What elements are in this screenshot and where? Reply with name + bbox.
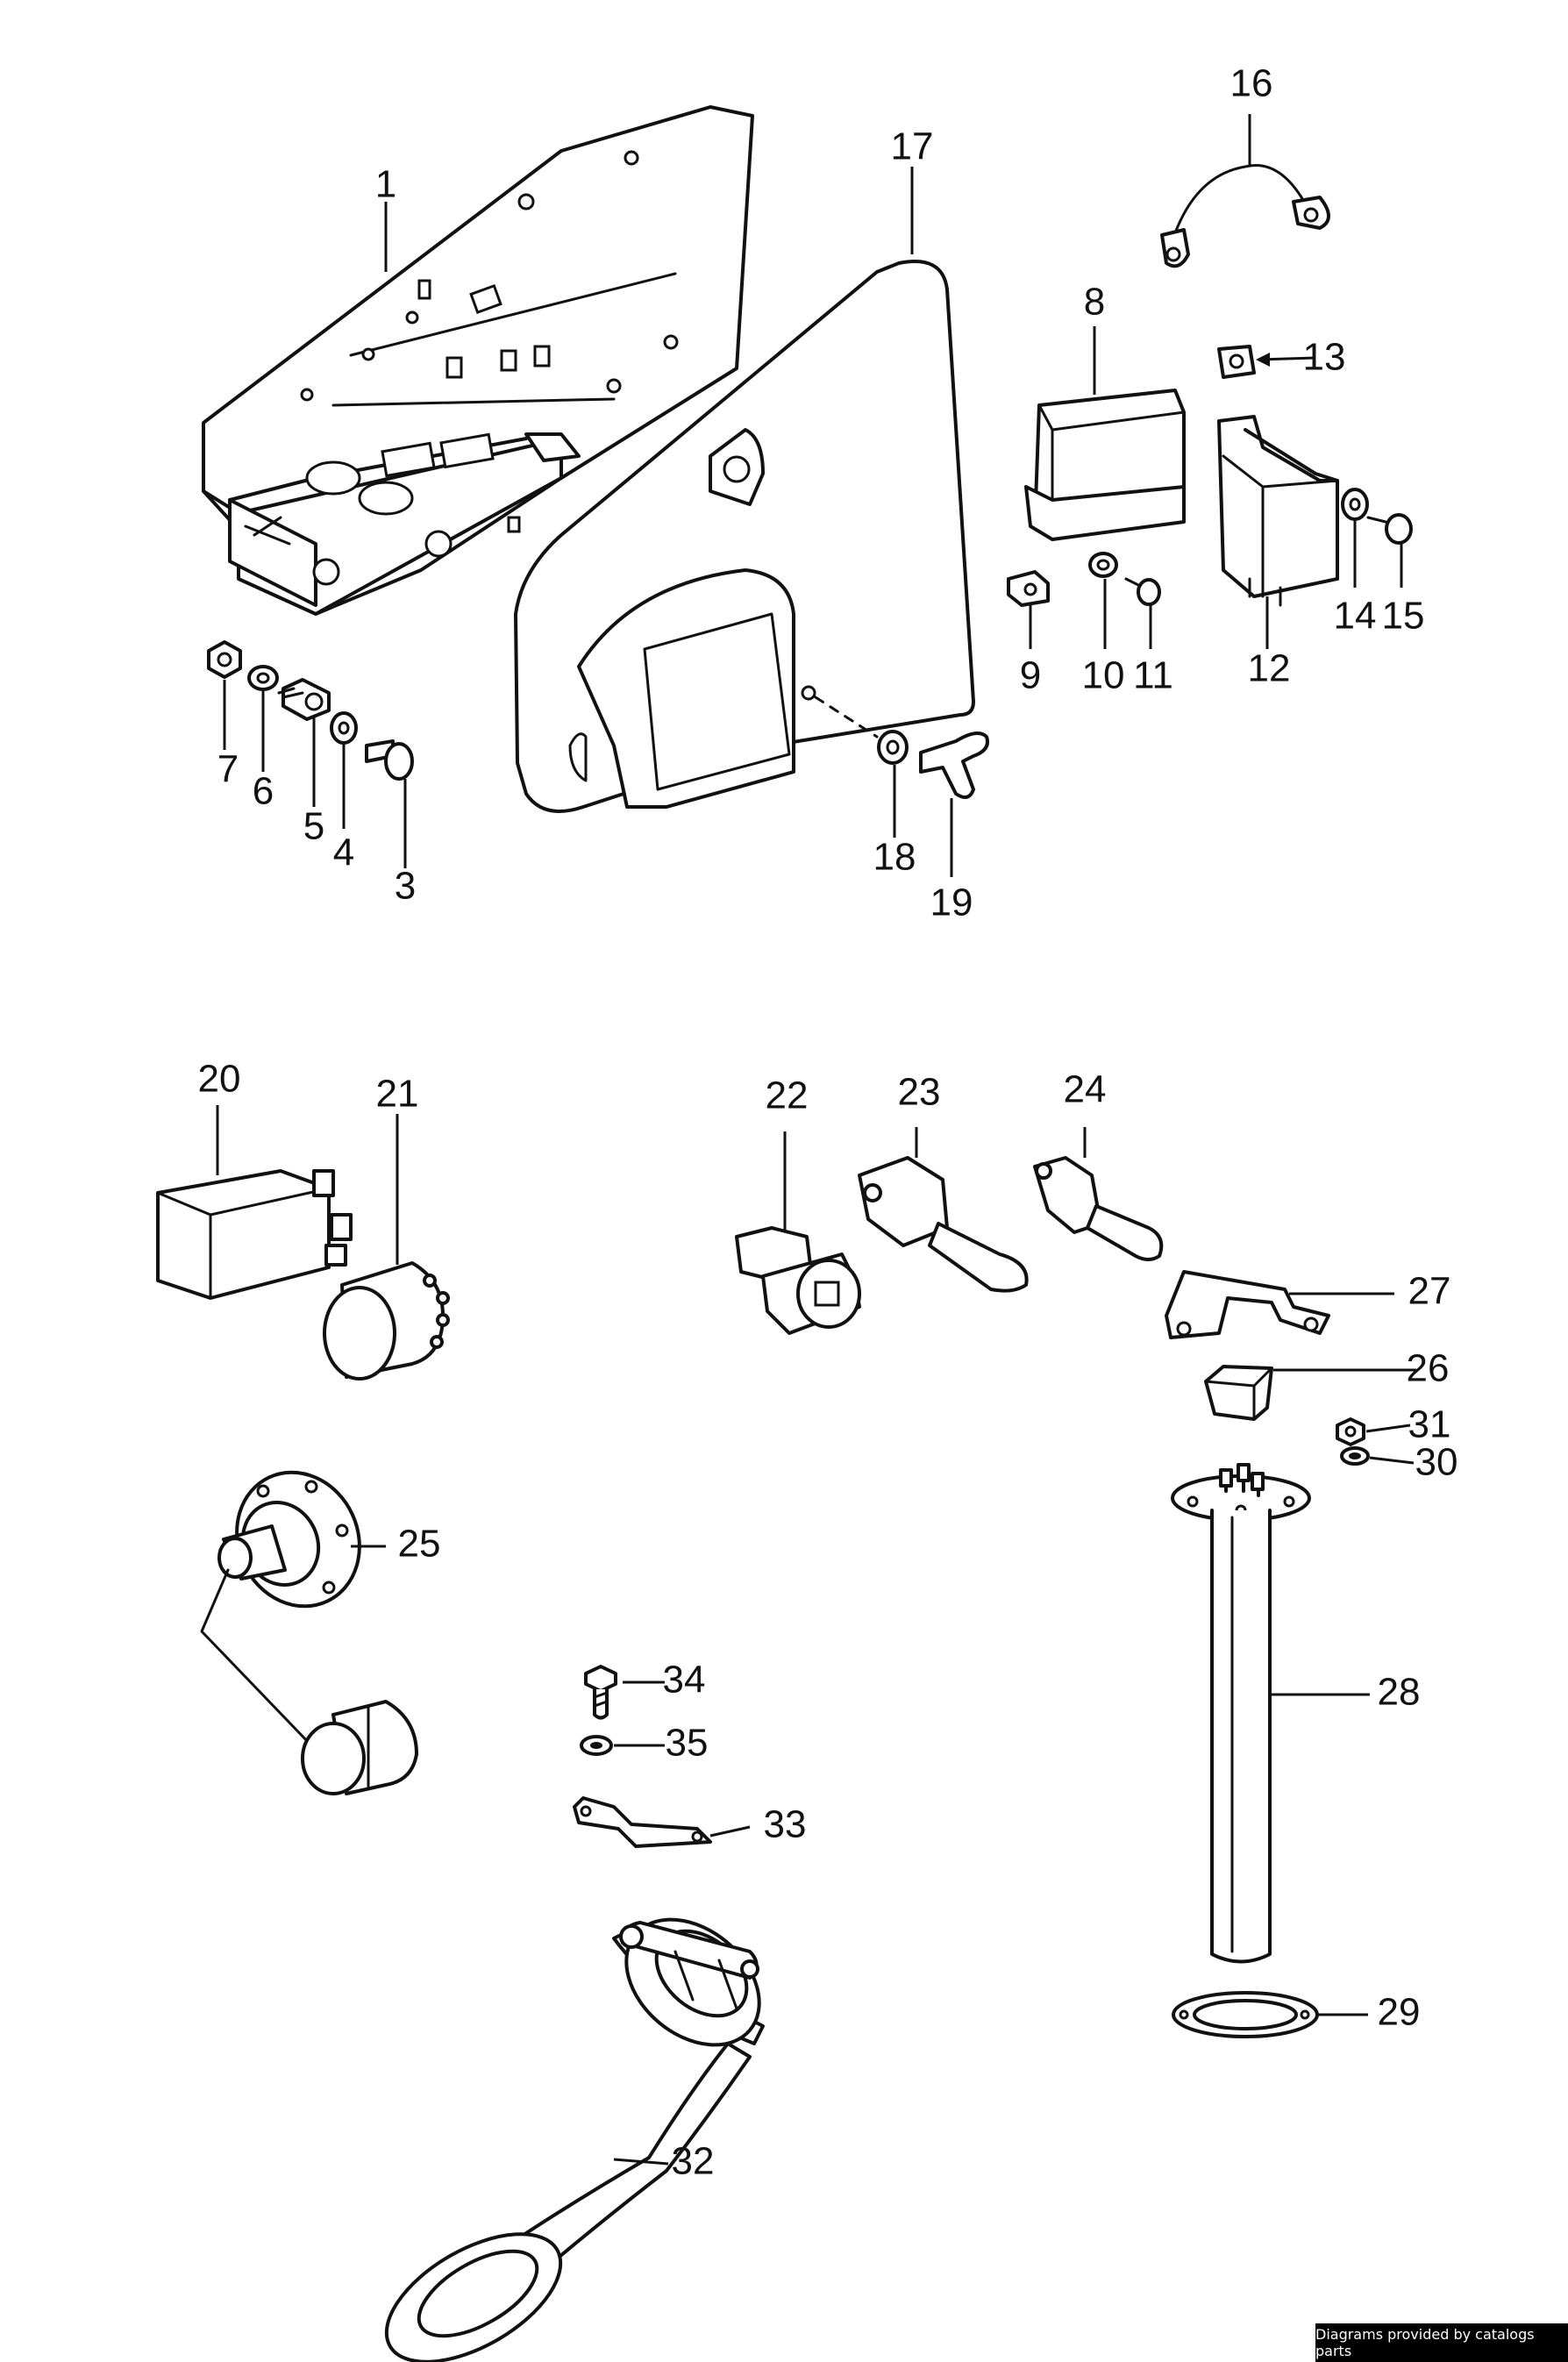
- callout-27: 27: [1408, 1270, 1451, 1313]
- part-30-washer: [1340, 1446, 1370, 1466]
- part-28-sender-tube: [1171, 1463, 1311, 1964]
- callout-12: 12: [1248, 647, 1291, 690]
- part-7-nut: [207, 640, 242, 679]
- callout-17: 17: [891, 125, 934, 168]
- part-12-relay-unit: [1217, 415, 1339, 607]
- callout-31: 31: [1408, 1403, 1451, 1446]
- callout-13: 13: [1303, 336, 1346, 379]
- callout-35: 35: [666, 1722, 709, 1765]
- part-3-bolt: [365, 739, 414, 781]
- part-6-washer: [247, 665, 279, 691]
- part-35-washer: [580, 1735, 613, 1756]
- callout-30: 30: [1415, 1441, 1458, 1484]
- callout-8: 8: [1084, 281, 1105, 324]
- callout-29: 29: [1378, 1991, 1421, 2034]
- part-8-regulator: [1024, 389, 1186, 541]
- callout-4: 4: [333, 831, 354, 874]
- part-16-ground-strap: [1160, 164, 1330, 268]
- part-34-bolt: [584, 1665, 617, 1720]
- part-27-bracket: [1165, 1270, 1330, 1339]
- callout-18: 18: [873, 836, 916, 879]
- part-22-pressure-switch: [735, 1226, 861, 1335]
- callout-10: 10: [1082, 654, 1125, 697]
- callout-24: 24: [1064, 1068, 1107, 1111]
- callout-22: 22: [766, 1074, 809, 1117]
- part-21-round-relay: [323, 1261, 450, 1381]
- part-10-washer: [1088, 552, 1118, 578]
- callout-26: 26: [1407, 1347, 1450, 1390]
- callout-20: 20: [198, 1058, 241, 1101]
- part-25-fuel-sender: [200, 1470, 418, 1795]
- callout-25: 25: [398, 1523, 441, 1566]
- callout-19: 19: [930, 881, 973, 924]
- callout-33: 33: [764, 1803, 807, 1846]
- part-4-washer: [330, 711, 358, 745]
- part-9-clip: [1007, 570, 1050, 607]
- callout-16: 16: [1230, 62, 1273, 105]
- part-20-flasher-relay: [156, 1169, 353, 1300]
- part-29-gasket: [1172, 1991, 1319, 2038]
- callout-6: 6: [253, 770, 274, 813]
- callout-3: 3: [395, 865, 416, 908]
- callout-1: 1: [375, 163, 396, 206]
- part-24-sender: [1033, 1156, 1164, 1261]
- part-32-horn: [384, 1917, 765, 2362]
- credit-badge: Diagrams provided by catalogs parts: [1315, 2323, 1568, 2362]
- part-26-cap: [1204, 1365, 1273, 1421]
- part-14-washer: [1341, 488, 1369, 521]
- callout-9: 9: [1020, 654, 1041, 697]
- part-19-wing-screw: [919, 731, 989, 799]
- callout-7: 7: [217, 748, 239, 791]
- callout-5: 5: [303, 805, 324, 848]
- callout-15: 15: [1382, 595, 1425, 638]
- part-5-spacer: [277, 678, 331, 721]
- callout-34: 34: [663, 1659, 706, 1702]
- callout-11: 11: [1133, 654, 1173, 697]
- part-11-screw: [1124, 577, 1161, 606]
- callout-labels: 1 3 4 5 6 7 8 9 10 11 12 13 14 15 16 17 …: [198, 62, 1458, 2183]
- part-17-cover: [514, 260, 975, 813]
- part-13-clip: [1217, 345, 1256, 379]
- part-31-nut: [1336, 1417, 1365, 1446]
- callout-14: 14: [1334, 595, 1377, 638]
- callout-28: 28: [1378, 1671, 1421, 1714]
- callout-23: 23: [898, 1071, 941, 1114]
- leader-lines: [216, 114, 1416, 2166]
- callout-21: 21: [376, 1073, 419, 1116]
- part-15-screw: [1366, 513, 1413, 545]
- part-18-washer: [877, 730, 909, 765]
- part-33-horn-bracket: [573, 1796, 712, 1848]
- part-23-temp-switch: [858, 1156, 1029, 1293]
- callout-32: 32: [672, 2140, 715, 2183]
- part-1-mounting-bracket: [202, 105, 754, 616]
